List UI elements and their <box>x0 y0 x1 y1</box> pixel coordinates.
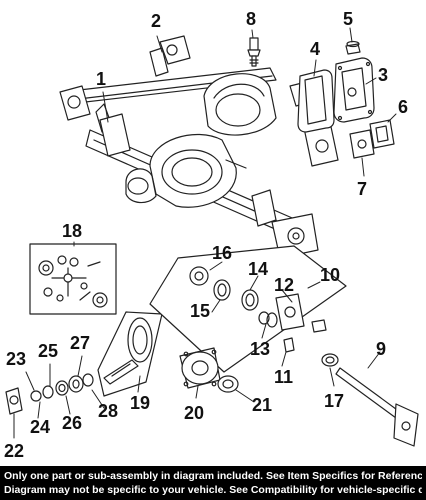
callout-19: 19 <box>130 393 151 413</box>
axle-seal <box>321 353 339 367</box>
callout-16: 16 <box>212 243 233 263</box>
pinion-yoke <box>5 387 23 415</box>
callout-5: 5 <box>343 9 354 29</box>
pinion-washer <box>42 385 54 399</box>
carrier-bearing <box>217 375 239 393</box>
callout-10: 10 <box>320 265 341 285</box>
fill-plug <box>345 40 361 55</box>
callout-25: 25 <box>38 341 59 361</box>
callout-27: 27 <box>70 333 91 353</box>
callout-12: 12 <box>274 275 295 295</box>
rear-axle-housing-upper <box>59 35 311 136</box>
differential-cover <box>333 57 375 123</box>
axle-shaft <box>335 367 419 447</box>
callout-22: 22 <box>4 441 25 461</box>
callout-26: 26 <box>62 413 83 433</box>
rear-axle-exploded-view <box>5 27 419 447</box>
callout-20: 20 <box>184 403 205 423</box>
pinion-nut <box>30 390 42 402</box>
cover-gasket <box>297 69 335 133</box>
callout-2: 2 <box>151 11 162 31</box>
callout-9: 9 <box>376 339 387 359</box>
axle-vent <box>247 37 261 67</box>
disclaimer-banner: Only one part or sub-assembly in diagram… <box>0 466 426 500</box>
pinion-seal <box>55 380 69 396</box>
callout-4: 4 <box>310 39 321 59</box>
callout-7: 7 <box>357 179 368 199</box>
callout-28: 28 <box>98 401 119 421</box>
callout-18: 18 <box>62 221 83 241</box>
abs-sensor <box>369 119 395 149</box>
rear-axle-housing-lower <box>85 113 339 259</box>
sensor-gasket <box>349 129 375 159</box>
leader-lines <box>13 27 397 439</box>
callout-13: 13 <box>250 339 271 359</box>
callout-14: 14 <box>248 259 269 279</box>
disclaimer-line-2: Diagram may not be specific to your vehi… <box>4 484 422 496</box>
differential-case-kit <box>29 243 117 315</box>
callout-1: 1 <box>96 69 107 89</box>
callout-11: 11 <box>274 367 294 387</box>
pinion-spacer <box>82 373 94 387</box>
callout-24: 24 <box>30 417 51 437</box>
callout-3: 3 <box>378 65 389 85</box>
bearing-kit <box>149 245 347 373</box>
pinion-bearing <box>68 375 84 393</box>
ring-and-pinion <box>97 311 163 397</box>
callout-17: 17 <box>324 391 345 411</box>
differential-case <box>179 347 221 389</box>
callout-8: 8 <box>246 9 257 29</box>
callout-23: 23 <box>6 349 27 369</box>
callout-21: 21 <box>252 395 273 415</box>
callout-6: 6 <box>398 97 409 117</box>
disclaimer-line-1: Only one part or sub-assembly in diagram… <box>4 470 422 482</box>
callout-15: 15 <box>190 301 211 321</box>
